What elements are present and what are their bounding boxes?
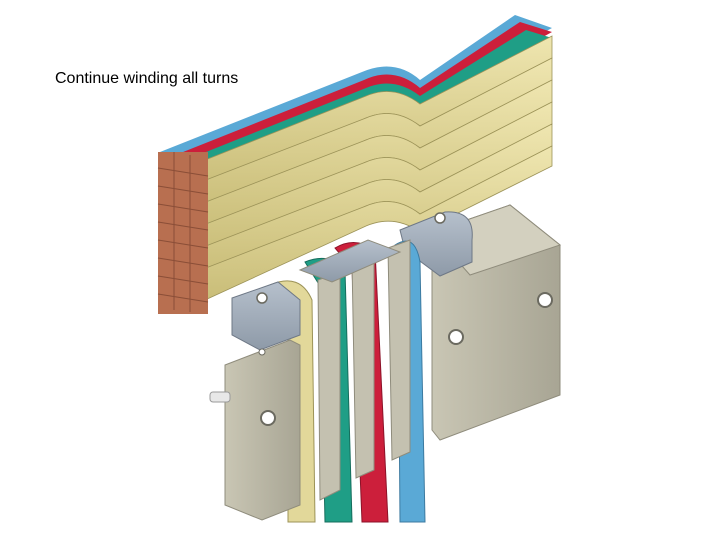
left-clamp-block	[209, 281, 301, 521]
bolt-head-icon	[260, 410, 276, 426]
copper-edges	[157, 152, 209, 314]
bolt-head-icon	[537, 292, 553, 308]
bolt-head-icon	[258, 348, 266, 356]
right-clamp-block	[399, 204, 562, 441]
bolt-head-icon	[448, 329, 464, 345]
locating-pin	[209, 391, 231, 403]
winding-stack	[157, 15, 553, 314]
spacer-fins	[298, 239, 411, 501]
yellow-turns	[179, 35, 553, 301]
bolt-head-icon	[434, 212, 446, 224]
slide-caption: Continue winding all turns	[55, 70, 239, 87]
bolt-head-icon	[256, 292, 268, 304]
